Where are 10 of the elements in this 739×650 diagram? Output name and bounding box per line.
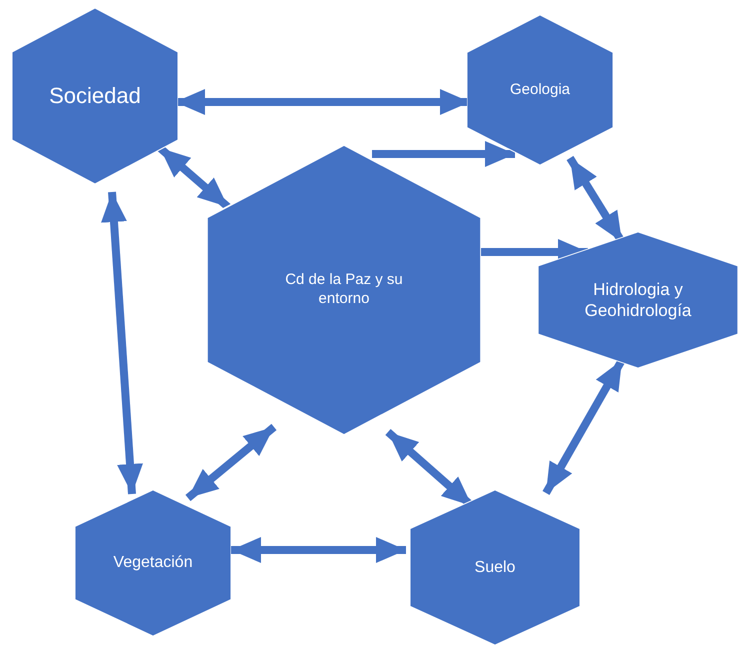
arrow — [231, 537, 406, 563]
node-label: Cd de la Paz y su entorno — [284, 271, 404, 309]
arrow — [101, 192, 143, 494]
node-label: Geologia — [510, 80, 570, 100]
node-label: Hidrologia y Geohidrología — [584, 278, 692, 322]
node-label: Suelo — [474, 558, 516, 578]
arrow — [372, 141, 515, 167]
node-label: Vegetación — [113, 553, 193, 573]
node-label: Sociedad — [49, 82, 141, 110]
arrow — [185, 424, 277, 502]
